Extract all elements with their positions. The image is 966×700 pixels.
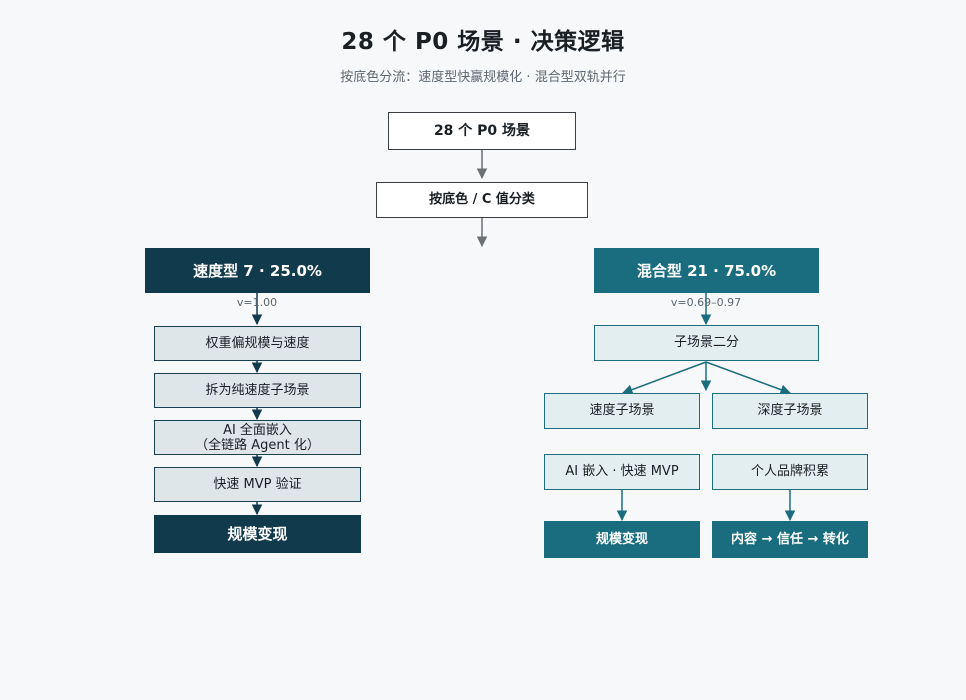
split-node: 子场景二分 [594, 325, 819, 361]
speed-type-header: 速度型 7 · 25.0% [145, 248, 370, 293]
page-subtitle: 按底色分流：速度型快赢规模化 · 混合型双轨并行 [340, 70, 626, 85]
branch-a-step: AI 嵌入 · 快速 MVP [544, 454, 700, 490]
mixed-type-header: 混合型 21 · 75.0% [594, 248, 819, 293]
classify-node: 按底色 / C 值分类 [376, 182, 588, 218]
branch-a-label: 速度子场景 [544, 393, 700, 429]
right-v-label: v=0.69–0.97 [670, 296, 742, 309]
page-title: 28 个 P0 场景 · 决策逻辑 [341, 29, 625, 55]
left-result: 规模变现 [154, 515, 361, 553]
left-step-1: 权重偏规模与速度 [154, 326, 361, 361]
branch-b-label: 深度子场景 [712, 393, 868, 429]
left-v-label: v=1.00 [236, 296, 278, 309]
arrow-split-to-branch-a [622, 361, 707, 395]
root-node: 28 个 P0 场景 [388, 112, 576, 150]
left-step-2: 拆为纯速度子场景 [154, 373, 361, 408]
left-step-4: 快速 MVP 验证 [154, 467, 361, 502]
arrow-split-to-branch-b [705, 361, 791, 395]
branch-b-result: 内容 → 信任 → 转化 [712, 521, 868, 558]
left-step-3: AI 全面嵌入 （全链路 Agent 化） [154, 420, 361, 455]
branch-a-result: 规模变现 [544, 521, 700, 558]
branch-b-step: 个人品牌积累 [712, 454, 868, 490]
